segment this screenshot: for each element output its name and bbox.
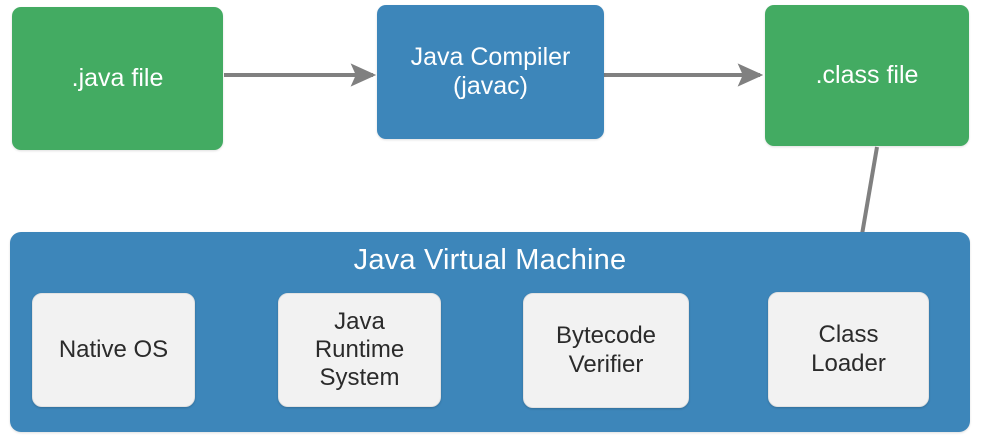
node-java-compiler-label-line1: Java Compiler — [410, 42, 571, 71]
node-native-os-label-line1: Native OS — [58, 335, 169, 363]
node-class-loader[interactable]: Class Loader — [768, 292, 929, 407]
node-java-runtime-system[interactable]: Java Runtime System — [278, 293, 441, 407]
node-native-os[interactable]: Native OS — [32, 293, 195, 407]
node-java-runtime-system-label-line3: System — [319, 364, 400, 392]
node-java-runtime-system-label-line1: Java — [334, 307, 385, 335]
node-java-source-file-label: .java file — [71, 63, 164, 92]
node-bytecode-verifier-label-line1: Bytecode — [555, 322, 657, 350]
node-class-file[interactable]: .class file — [765, 5, 969, 146]
node-java-source-file[interactable]: .java file — [12, 7, 223, 150]
node-bytecode-verifier-label-line2: Verifier — [568, 350, 644, 378]
node-java-runtime-system-label-line2: Runtime — [314, 335, 405, 363]
jvm-title: Java Virtual Machine — [353, 244, 627, 276]
node-java-compiler[interactable]: Java Compiler (javac) — [377, 5, 604, 139]
jvm-container: Java Virtual Machine Native OS Java Runt… — [10, 232, 970, 432]
node-java-compiler-label-line2: (javac) — [452, 72, 528, 100]
node-class-loader-label-line2: Loader — [811, 349, 886, 377]
node-bytecode-verifier[interactable]: Bytecode Verifier — [523, 293, 689, 408]
node-class-loader-label-line1: Class — [818, 321, 879, 349]
node-class-file-label: .class file — [815, 60, 919, 89]
